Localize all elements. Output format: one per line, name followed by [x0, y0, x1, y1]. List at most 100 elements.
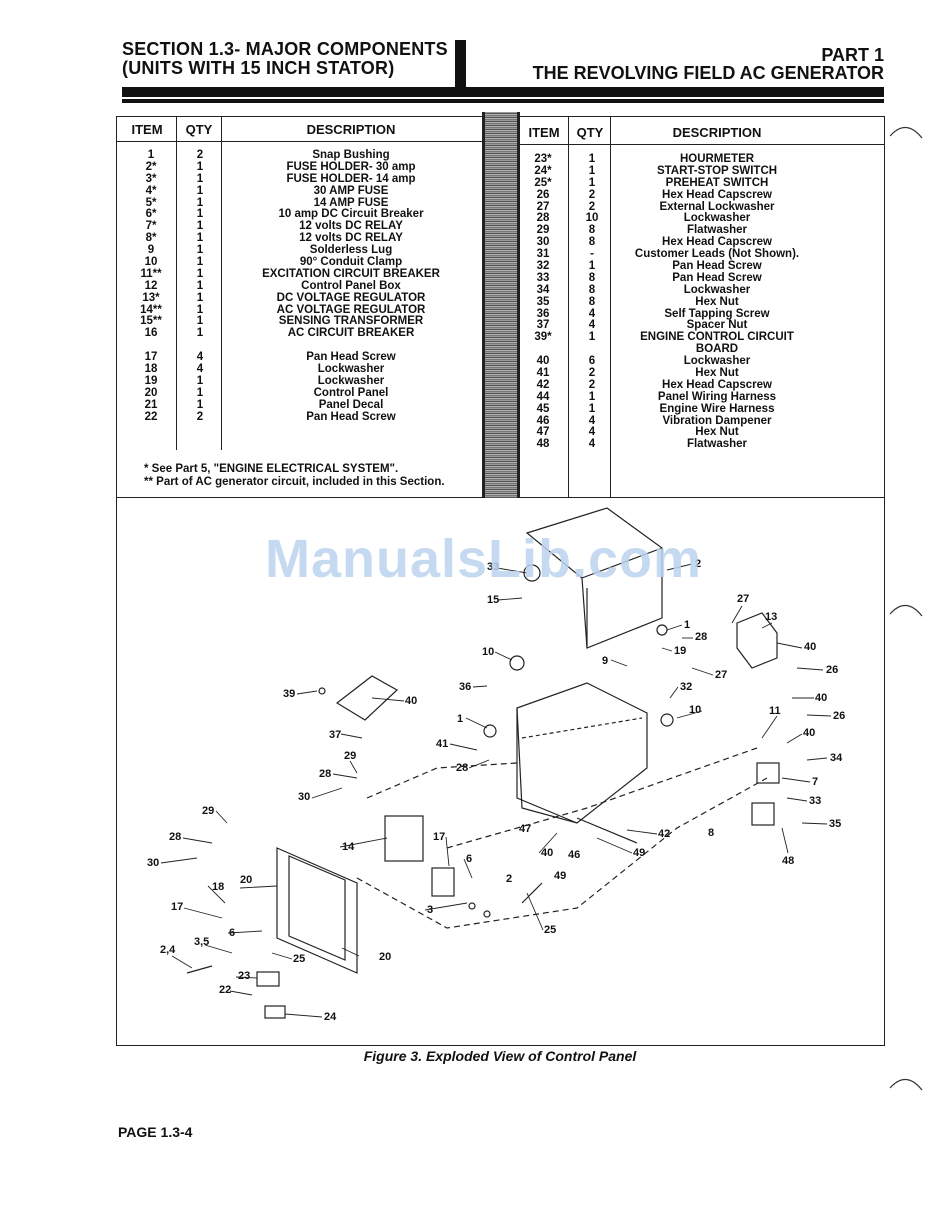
callout-label: 17: [171, 901, 183, 913]
callout-label: 6: [466, 853, 472, 865]
item-number: 47: [536, 426, 550, 439]
callout-label: 19: [674, 645, 686, 657]
part-heading: PART 1 THE REVOLVING FIELD AC GENERATOR: [533, 46, 884, 82]
item-description: Solderless Lug: [309, 244, 393, 257]
callout-label: 14: [342, 841, 355, 853]
panel-box-cover-edge: [581, 547, 663, 579]
item-number: 17: [144, 351, 158, 364]
item-number: 11**: [140, 267, 162, 280]
item-description: 90° Conduit Clamp: [299, 256, 403, 269]
item-qty: 1: [196, 267, 204, 280]
item-description: Hex Head Capscrew: [662, 236, 772, 249]
item-number: 39*: [534, 331, 552, 344]
item-qty: 1: [588, 331, 596, 344]
callout-label: 35: [829, 818, 841, 830]
table-col-divider: [176, 116, 177, 450]
item-number: 14**: [140, 303, 162, 316]
header-rule: [122, 87, 884, 97]
item-number: 5*: [145, 196, 157, 209]
item-number: 4*: [145, 184, 157, 197]
item-number: 22: [144, 410, 158, 423]
callout-label: 20: [379, 951, 391, 963]
item-number: 10: [144, 256, 158, 269]
item-number: 40: [536, 355, 550, 368]
item-description: FUSE HOLDER- 30 amp: [286, 160, 416, 173]
item-number: 7*: [145, 220, 157, 233]
item-description: External Lockwasher: [659, 200, 775, 213]
item-description: Spacer Nut: [686, 319, 748, 332]
callout-label: 3: [427, 904, 433, 916]
item-description: Vibration Dampener: [662, 414, 772, 427]
relay-8: [751, 802, 775, 826]
callout-label: 28: [695, 631, 707, 643]
item-number: 24*: [534, 164, 552, 177]
item-description: AC VOLTAGE REGULATOR: [276, 303, 426, 316]
item-qty: 6: [588, 355, 596, 368]
callout-label: 40: [815, 692, 827, 704]
item-number: 46: [536, 414, 550, 427]
col-head-qty-left: QTY: [185, 122, 213, 137]
item-qty: 4: [588, 319, 596, 332]
item-description: DC VOLTAGE REGULATOR: [276, 291, 426, 304]
item-description: Lockwasher: [317, 363, 385, 376]
item-description: Lockwasher: [317, 374, 385, 387]
callout-label: 40: [541, 847, 553, 859]
callout-label: 29: [344, 750, 356, 762]
callout-label: 26: [833, 710, 845, 722]
item-qty: 1: [196, 196, 204, 209]
item-number: 26: [536, 188, 550, 201]
item-description: AC CIRCUIT BREAKER: [287, 327, 415, 340]
table-head-rule-left: [116, 141, 482, 142]
panel-wiring-harness: [446, 747, 758, 849]
item-qty: 4: [588, 414, 596, 427]
header-divider-post: [455, 40, 466, 96]
item-qty: 1: [196, 386, 204, 399]
item-description: Flatwasher: [686, 438, 748, 451]
conduit-clamp: [509, 655, 525, 671]
item-qty: 1: [588, 260, 596, 273]
item-number: 35: [536, 295, 550, 308]
fuse-holder: [468, 902, 476, 910]
item-number: 8*: [145, 232, 157, 245]
table-center-stripe: [482, 112, 520, 498]
item-qty: 1: [196, 220, 204, 233]
item-qty: 1: [196, 327, 204, 340]
item-description: Hex Nut: [695, 295, 739, 308]
callout-label: 1: [684, 619, 690, 631]
item-qty: 1: [196, 232, 204, 245]
item-qty: 1: [588, 176, 596, 189]
table-col-divider: [610, 116, 611, 497]
callout-label: 2,4: [160, 944, 176, 956]
footnotes: * See Part 5, "ENGINE ELECTRICAL SYSTEM"…: [144, 463, 445, 489]
control-panel-box-side: [516, 708, 578, 824]
item-description: 30 AMP FUSE: [313, 184, 389, 197]
callout-label: 28: [456, 762, 468, 774]
callout-label: 24: [324, 1011, 337, 1023]
section-title-line2: (UNITS WITH 15 INCH STATOR): [122, 58, 395, 78]
item-qty: 2: [196, 149, 204, 161]
callout-label: 27: [715, 669, 727, 681]
conduit-clamp: [660, 713, 674, 727]
item-number: 28: [536, 212, 550, 225]
callout-label: 15: [487, 594, 499, 606]
callout-label: 26: [826, 664, 838, 676]
callout-label: 33: [809, 795, 821, 807]
item-number: 18: [144, 363, 158, 376]
item-description: Hex Nut: [695, 367, 739, 380]
snap-bushing: [483, 724, 497, 738]
item-number: 31: [536, 248, 550, 261]
item-qty: 1: [196, 374, 204, 387]
item-description: Customer Leads (Not Shown).: [634, 248, 800, 261]
item-number: 16: [144, 327, 158, 340]
footnote-double-star: ** Part of AC generator circuit, include…: [144, 476, 445, 488]
front-panel-decal: [288, 855, 346, 961]
engine-wire-harness: [356, 777, 768, 929]
item-description: FUSE HOLDER- 14 amp: [286, 172, 416, 185]
callout-label: 30: [147, 857, 159, 869]
item-qty: 1: [196, 208, 204, 221]
item-number: 37: [536, 319, 550, 332]
item-qty: -: [590, 248, 594, 261]
callout-labels: 33 15 2 1 27 13 28 19 9 10 40 26 27 32 3…: [147, 558, 845, 1023]
